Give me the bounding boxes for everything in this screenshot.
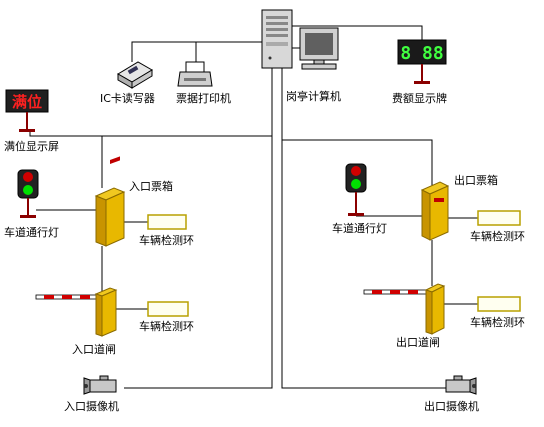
label-detector-exit-box: 车辆检测环 <box>470 230 525 243</box>
label-full-display: 满位显示屏 <box>4 140 59 153</box>
exit-barrier-arm <box>363 289 429 295</box>
exit-ticket-box-icon <box>420 181 450 241</box>
ic-card-reader-icon <box>117 61 153 89</box>
traffic-light-right-icon <box>345 163 367 216</box>
label-detector-exit-gate: 车辆检测环 <box>470 316 525 329</box>
entry-barrier-arm <box>35 294 99 300</box>
label-exit-ticket-box: 出口票箱 <box>454 174 498 187</box>
booth-computer-icon <box>261 9 293 69</box>
monitor-icon <box>299 27 339 70</box>
label-lane-light-right: 车道通行灯 <box>332 222 387 235</box>
line-right-trunk <box>281 68 446 389</box>
full-display-screen: 满位 <box>5 89 49 132</box>
entry-barrier-icon <box>35 287 118 337</box>
detector-loop-exit-gate <box>477 296 521 312</box>
label-exit-camera: 出口摄像机 <box>424 400 479 413</box>
fee-display-board: 8 88 <box>397 39 447 84</box>
label-exit-barrier: 出口道闸 <box>396 336 440 349</box>
label-detector-entry-gate: 车辆检测环 <box>139 320 194 333</box>
line-reader <box>131 41 262 62</box>
fee-display-digits: 8 88 <box>400 43 443 64</box>
connection-lines <box>29 25 478 389</box>
detector-loop-entry-box <box>147 214 187 230</box>
line-left-trunk <box>124 68 273 389</box>
label-entry-camera: 入口摄像机 <box>64 400 119 413</box>
exit-camera-icon <box>445 375 477 395</box>
line-full-display <box>29 130 272 137</box>
exit-barrier-icon <box>363 283 446 335</box>
entry-ticket-box-icon <box>94 156 126 247</box>
traffic-light-left-icon <box>17 169 39 218</box>
label-detector-entry-box: 车辆检测环 <box>139 234 194 247</box>
full-display-text: 满位 <box>12 93 42 111</box>
label-fee-display: 费额显示牌 <box>392 92 447 105</box>
label-ticket-printer: 票据打印机 <box>176 92 231 105</box>
detector-loop-exit-box <box>477 210 521 226</box>
detector-loop-entry-gate <box>147 301 189 317</box>
entry-camera-icon <box>83 375 117 395</box>
label-ic-reader: IC卡读写器 <box>100 92 155 105</box>
label-entry-ticket-box: 入口票箱 <box>129 180 173 193</box>
line-exit-box <box>282 139 433 186</box>
label-booth-computer: 岗亭计算机 <box>286 90 341 103</box>
label-lane-light-left: 车道通行灯 <box>4 226 59 239</box>
ticket-printer-icon <box>177 61 213 87</box>
line-fee-display <box>292 25 423 40</box>
label-entry-barrier: 入口道闸 <box>72 343 116 356</box>
